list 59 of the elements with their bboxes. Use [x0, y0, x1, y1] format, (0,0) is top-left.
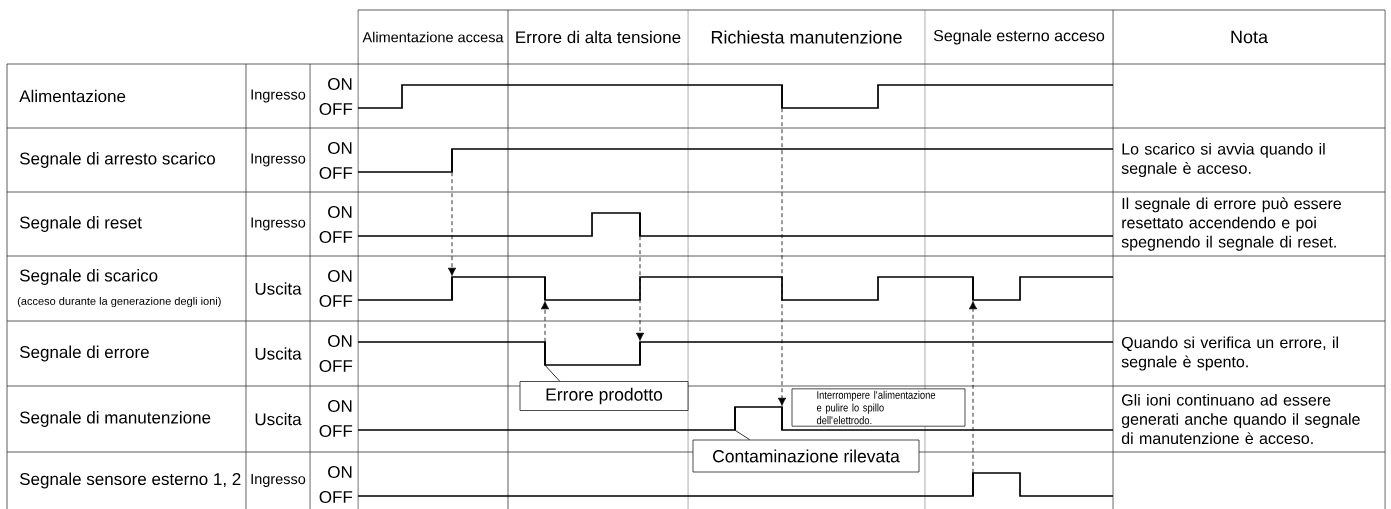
level-label: OFF [319, 231, 353, 244]
signal-edge [972, 277, 974, 300]
level-label: ON [328, 335, 352, 348]
column-header: Errore di alta tensione [516, 30, 681, 44]
row-label: Segnale di scarico [19, 269, 158, 285]
row-label: Alimentazione [19, 89, 126, 103]
column-header: Segnale esterno acceso [933, 29, 1105, 45]
row-label: Segnale di errore [19, 345, 149, 362]
level-label: OFF [319, 491, 353, 504]
signal-type: Ingresso [251, 89, 306, 103]
dashed-arrow [540, 301, 550, 343]
level-label: OFF [319, 167, 353, 180]
dashed-arrow [968, 301, 978, 474]
signal-edge [451, 277, 453, 300]
row-label: Segnale sensore esterno 1, 2 [19, 472, 241, 489]
level-label: ON [328, 142, 352, 155]
signal-edge [639, 213, 641, 236]
signal-edge [734, 407, 736, 430]
callout-box: Errore prodotto [519, 381, 689, 411]
dashed-arrow [777, 107, 787, 406]
signal-type: Ingresso [251, 474, 306, 487]
signal-type: Ingresso [251, 153, 306, 167]
note-text: Gli ioni continuano ad essere generati anche quando il segnale di manutenzione è acceso. [1121, 393, 1360, 445]
signal-type: Uscita [255, 412, 302, 426]
row-label: Segnale di reset [19, 216, 142, 232]
level-label: ON [328, 206, 352, 219]
level-label: ON [328, 78, 352, 91]
signal-edge [972, 473, 974, 496]
signal-edge [544, 342, 546, 365]
signal-edge [781, 85, 783, 108]
signal-type: Uscita [255, 282, 302, 295]
level-label: ON [328, 270, 352, 283]
column-header: Richiesta manutenzione [711, 30, 902, 44]
column-header: Alimentazione accesa [362, 31, 504, 43]
level-label: OFF [319, 425, 353, 438]
signal-type: Uscita [255, 347, 302, 360]
dashed-arrow [635, 235, 645, 341]
leader-line [734, 429, 751, 441]
level-label: OFF [319, 360, 353, 373]
leader-line [544, 364, 561, 382]
level-label: ON [328, 400, 352, 413]
callout-box: Contaminazione rilevata [692, 439, 920, 473]
callout-box: Interrompere l'alimentazione e pulire lo spillo dell'elettrodo. [791, 388, 966, 427]
note-text: Quando si verifica un errore, il segnale è spento. [1121, 336, 1338, 371]
signal-edge [451, 149, 453, 172]
row-label: Segnale di manutenzione [19, 411, 211, 427]
signal-edge [781, 407, 783, 430]
row-note: (acceso durante la generazione degli ioni) [17, 296, 221, 308]
dashed-arrow [447, 171, 457, 276]
level-label: OFF [319, 295, 353, 308]
column-header: Nota [1231, 30, 1268, 44]
note-text: Lo scarico si avvia quando il segnale è acceso. [1121, 142, 1325, 178]
signal-edge [544, 277, 546, 300]
signal-type: Ingresso [251, 217, 306, 231]
level-label: OFF [319, 103, 353, 116]
note-text: Il segnale di errore può essere resettato accendendo e poi spegnendo il segnale di reset. [1121, 197, 1341, 251]
level-label: ON [328, 466, 352, 479]
signal-edge [639, 342, 641, 365]
row-label: Segnale di arresto scarico [19, 152, 215, 168]
